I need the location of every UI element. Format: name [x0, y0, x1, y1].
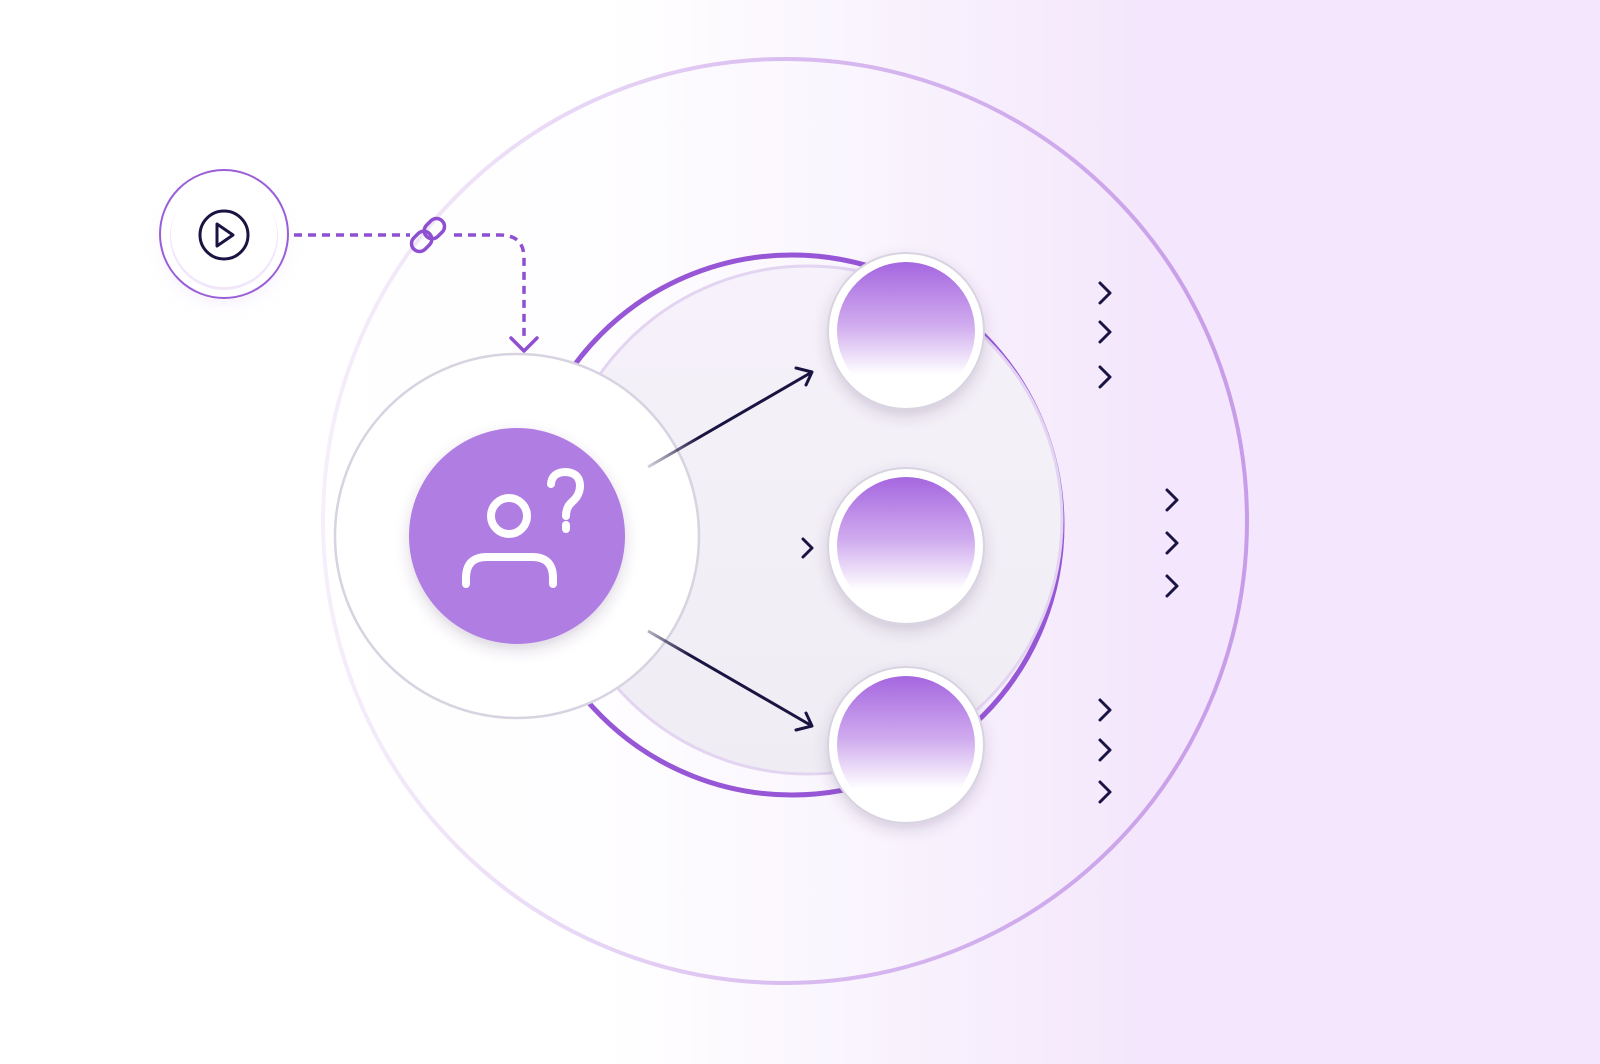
outgoing-arrow	[1006, 320, 1112, 344]
outgoing-arrow	[1006, 281, 1112, 305]
center-to-bottom-arrow	[647, 629, 814, 732]
bottom-node-arrows	[1006, 698, 1112, 804]
start-node[interactable]	[159, 169, 289, 299]
outgoing-arrow	[1006, 780, 1112, 804]
center-to-middle-arrow	[644, 537, 814, 559]
outgoing-arrow	[1008, 574, 1179, 598]
dashed-connector	[294, 233, 539, 353]
center-node[interactable]	[333, 352, 701, 720]
output-node-top[interactable]	[827, 252, 985, 410]
top-node-arrows	[1006, 281, 1112, 389]
outgoing-arrow	[1006, 698, 1112, 722]
user-question-icon	[462, 468, 584, 588]
output-node-bottom[interactable]	[827, 666, 985, 824]
outgoing-arrow	[1006, 738, 1112, 762]
output-node-middle[interactable]	[827, 467, 985, 625]
middle-node-arrows	[1008, 488, 1179, 598]
link-icon	[409, 216, 447, 254]
outgoing-arrow	[1006, 365, 1112, 389]
play-icon	[198, 209, 250, 261]
outgoing-arrow	[1008, 531, 1179, 555]
center-to-top-arrow	[647, 366, 814, 469]
outgoing-arrow	[1008, 488, 1179, 512]
